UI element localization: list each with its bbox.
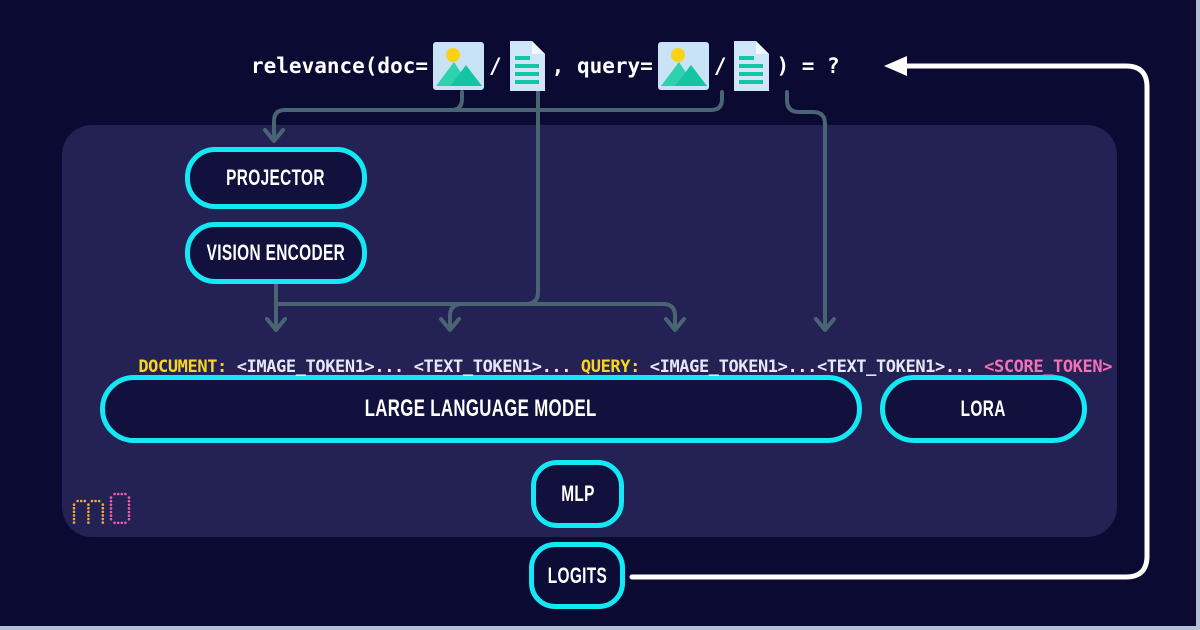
m0-logo [72, 492, 131, 525]
query-text-icon [734, 41, 770, 91]
formula-slash-2: / [713, 54, 727, 78]
large-language-model-box: LARGE LANGUAGE MODEL [100, 375, 862, 443]
logits-label: LOGITS [547, 562, 607, 588]
formula-suffix: ) = ? [776, 54, 840, 78]
logits-box: LOGITS [529, 542, 625, 609]
token-segment-doc-tokens: <IMAGE_TOKEN1>... <TEXT_TOKEN1>... [226, 357, 581, 377]
token-segment-query-tokens: <IMAGE_TOKEN1>...<TEXT_TOKEN1>... [639, 357, 985, 377]
relevance-formula: relevance(doc= / , query= / [251, 38, 840, 94]
token-segment-document: DOCUMENT: [138, 357, 227, 377]
token-sequence: DOCUMENT: <IMAGE_TOKEN1>... <TEXT_TOKEN1… [99, 337, 1112, 397]
query-image-icon [657, 42, 709, 90]
right-edge-strip [1196, 0, 1200, 630]
document-text-icon [509, 41, 545, 91]
vision-encoder-box: VISION ENCODER [185, 222, 367, 284]
bottom-edge-strip [0, 626, 1200, 630]
mlp-box: MLP [531, 460, 624, 528]
formula-prefix: relevance(doc= [251, 54, 429, 78]
projector-label: PROJECTOR [226, 165, 326, 190]
token-segment-query: QUERY: [580, 357, 640, 377]
formula-slash-1: / [489, 54, 502, 78]
llm-label: LARGE LANGUAGE MODEL [365, 395, 597, 422]
lora-label: LORA [960, 396, 1007, 421]
lora-box: LORA [880, 375, 1087, 443]
formula-mid: , query= [551, 54, 653, 78]
token-segment-score-token: <SCORE_TOKEN> [984, 357, 1113, 377]
doc-image-stub-wire [449, 90, 464, 112]
projector-box: PROJECTOR [185, 147, 367, 209]
document-image-icon [433, 42, 485, 90]
vision-encoder-label: VISION ENCODER [206, 240, 346, 265]
mlp-label: MLP [560, 481, 595, 506]
left-arrowhead-icon [884, 56, 907, 76]
